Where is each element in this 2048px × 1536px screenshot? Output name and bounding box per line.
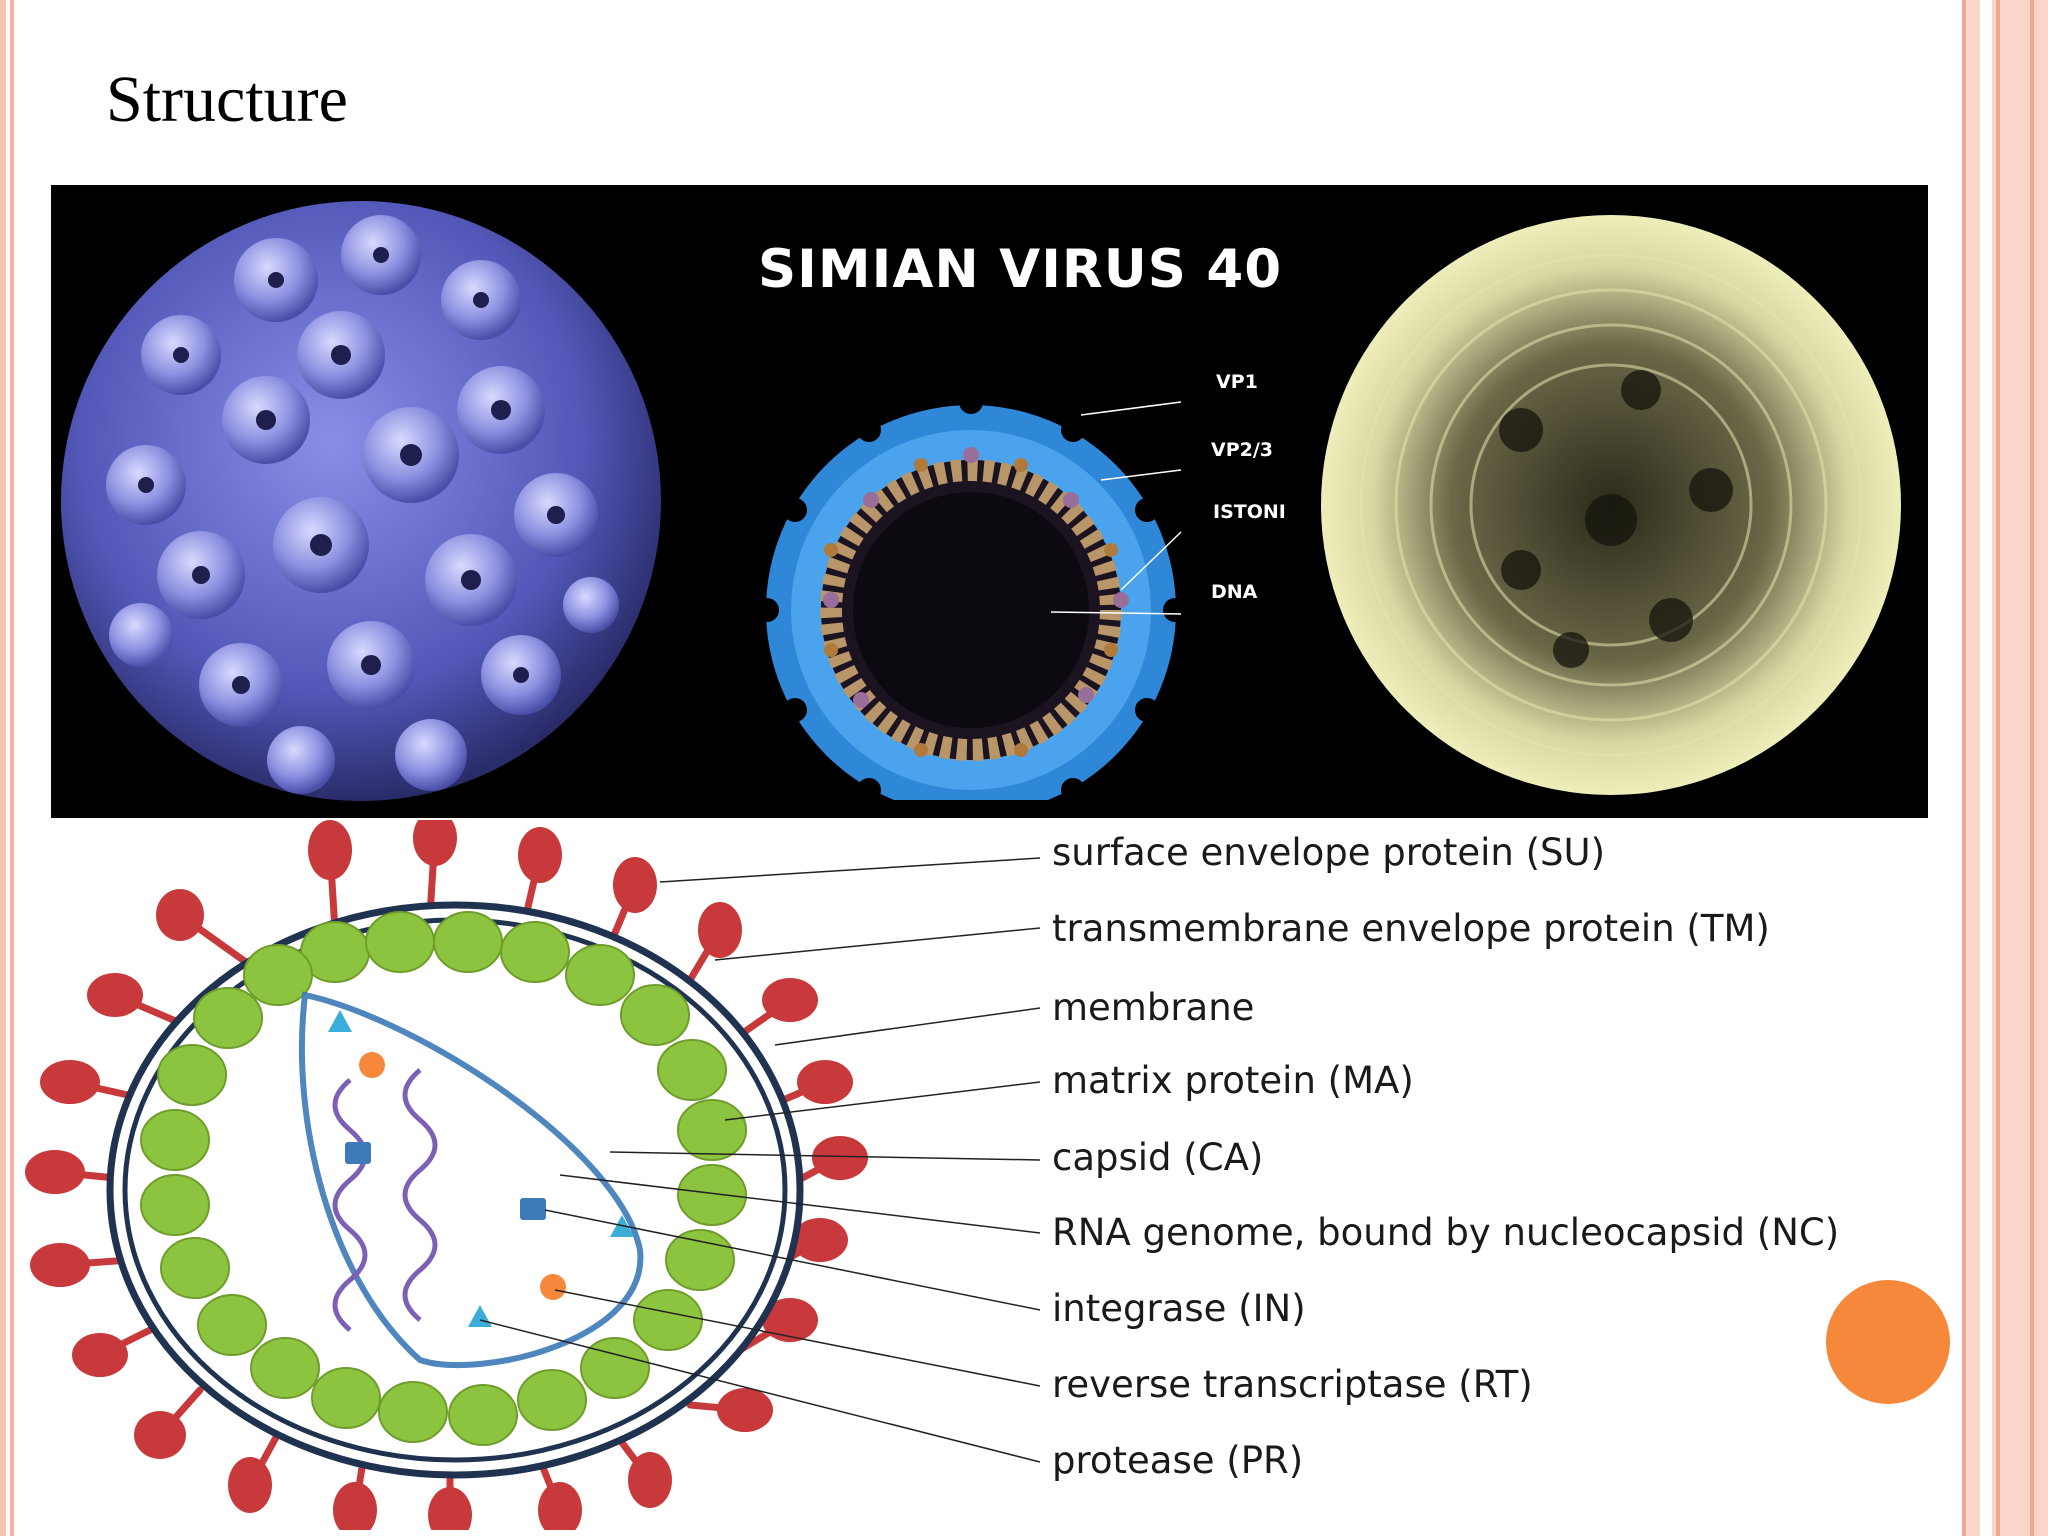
retrovirus-schematic [25, 820, 868, 1530]
label-surface-envelope-protein: surface envelope protein (SU) [1052, 831, 1606, 874]
label-capsid: capsid (CA) [1052, 1136, 1264, 1179]
slide-border-right-line [2030, 0, 2034, 1536]
label-rna-genome: RNA genome, bound by nucleocapsid (NC) [1052, 1211, 1840, 1254]
slide-border-left [0, 0, 6, 1536]
slide-border-right [1962, 0, 2048, 1536]
slide-title: Structure [106, 63, 348, 136]
yellow-capsid-illustration [1321, 215, 1901, 795]
slide-border-right-gap [1980, 0, 1992, 1536]
retrovirus-leader-lines [479, 857, 1041, 1463]
slide-border-left-line [10, 0, 14, 1536]
sv40-cross-section-diagram [755, 390, 1187, 800]
label-integrase: integrase (IN) [1052, 1287, 1306, 1330]
label-transmembrane-envelope-protein: transmembrane envelope protein (TM) [1052, 907, 1770, 950]
label-membrane: membrane [1052, 986, 1255, 1029]
sv40-label-vp1: VP1 [1216, 371, 1258, 393]
sv40-title: SIMIAN VIRUS 40 [758, 239, 1283, 300]
slide-border-right-line [1996, 0, 2000, 1536]
slide-border-right-line [1962, 0, 1966, 1536]
sv40-label-vp23: VP2/3 [1211, 439, 1274, 461]
virus-image-panel: SIMIAN VIRUS 40 VP1 VP2/3 [51, 185, 1928, 818]
blue-capsid-illustration [61, 201, 661, 801]
label-reverse-transcriptase: reverse transcriptase (RT) [1052, 1363, 1533, 1406]
label-protease: protease (PR) [1052, 1439, 1304, 1482]
label-matrix-protein: matrix protein (MA) [1052, 1059, 1414, 1102]
sv40-label-istoni: ISTONI [1213, 501, 1286, 523]
sv40-label-dna: DNA [1211, 581, 1258, 603]
accent-dot [1826, 1280, 1950, 1404]
